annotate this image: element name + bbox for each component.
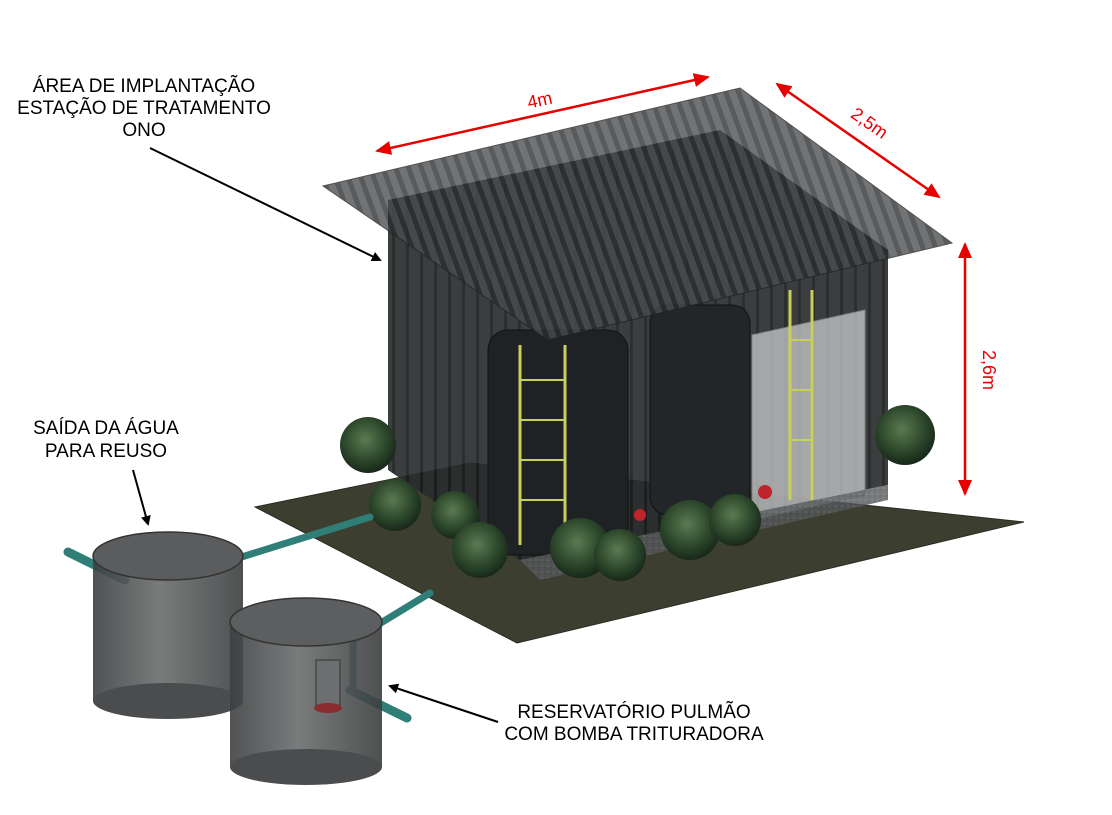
interior-tank-left bbox=[487, 329, 629, 556]
reuse-water-tank bbox=[92, 531, 244, 719]
implantacao-pointer-arrow bbox=[149, 147, 382, 261]
grinder-pump bbox=[314, 659, 342, 713]
saida-pointer-arrow bbox=[132, 469, 151, 526]
dimension-height-label: 2,6m bbox=[979, 350, 999, 390]
callout-implantacao: ÁREA DE IMPLANTAÇÃO ESTAÇÃO DE TRATAMENT… bbox=[17, 75, 382, 261]
shrubs bbox=[340, 405, 935, 581]
callout-reservatorio: RESERVATÓRIO PULMÃO COM BOMBA TRITURADOR… bbox=[388, 683, 764, 745]
buffer-reservoir-tank bbox=[229, 597, 383, 785]
reservatorio-line-1: RESERVATÓRIO PULMÃO bbox=[517, 701, 750, 723]
implantacao-line-1: ÁREA DE IMPLANTAÇÃO bbox=[33, 75, 255, 97]
dimension-length-label: 4m bbox=[525, 88, 554, 113]
reservatorio-line-2: COM BOMBA TRITURADORA bbox=[504, 724, 764, 745]
saida-line-1: SAÍDA DA ÁGUA bbox=[33, 418, 179, 439]
dimension-height: 2,6m bbox=[958, 242, 999, 496]
interior-tank-right bbox=[649, 304, 751, 516]
saida-line-2: PARA REUSO bbox=[45, 441, 167, 462]
reservatorio-pointer-arrow bbox=[388, 683, 499, 723]
implantacao-line-2: ESTAÇÃO DE TRATAMENTO bbox=[17, 97, 271, 119]
implantacao-line-3: ONO bbox=[122, 120, 165, 141]
callout-saida: SAÍDA DA ÁGUA PARA REUSO bbox=[33, 418, 179, 526]
